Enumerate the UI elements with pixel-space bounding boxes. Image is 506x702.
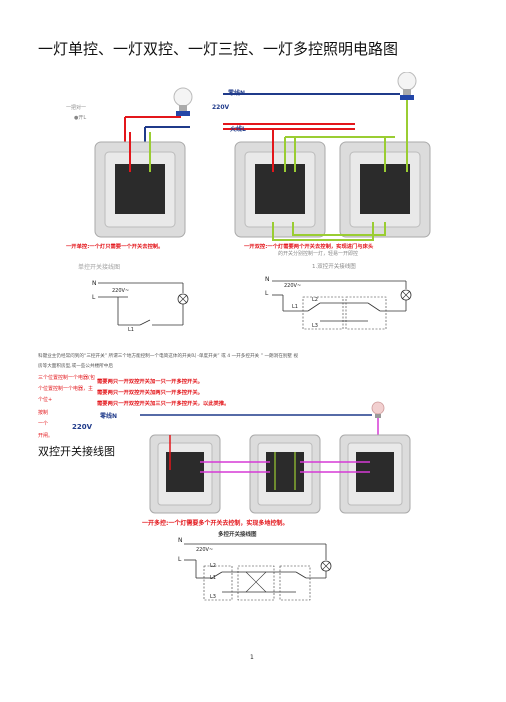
single-l1: L1 xyxy=(128,327,134,333)
bulb-icon-bottom xyxy=(371,401,385,418)
left-note-2: ●开L xyxy=(74,115,87,121)
red-rule-2: 需要两只一开双控开关加两只一开多控开关。 xyxy=(97,390,203,396)
double-l2: L2 xyxy=(312,297,318,303)
switch-panel-double-a xyxy=(234,129,326,238)
note-line-2: 房等大面积房型,或一些公共楼所中后 xyxy=(38,364,113,369)
single-control-caption: 一开单控:一个灯只需要一个开关去控制。 xyxy=(66,244,164,250)
bulb-icon-left xyxy=(173,87,193,116)
bottom-neutral-label: 零线N xyxy=(100,413,118,420)
switch-panel-multi-a xyxy=(149,434,221,514)
red-rule-1: 需要两只一开双控开关加一只一开多控开关。 xyxy=(97,379,203,385)
double-schematic-title: 1.双控开关接线图 xyxy=(312,264,356,270)
side-note-6: 开闸。 xyxy=(38,433,54,439)
single-v: 220V~ xyxy=(112,288,130,294)
side-note-1: 三个位置控制一个电器(包 xyxy=(38,375,95,381)
multi-control-caption: 一开多控:一个灯需要多个开关去控制，实现多地控制。 xyxy=(142,520,289,527)
side-note-5: 一个 xyxy=(38,421,49,427)
bottom-voltage-label: 220V xyxy=(72,423,93,431)
side-note-2: 个位置控制一个电器，主 xyxy=(38,386,94,392)
multi-schematic-title: 多控开关接线图 xyxy=(218,532,257,538)
double-l3: L3 xyxy=(312,323,318,329)
red-rule-3: 需要两只一开双控开关加三只一开多控开关，以此类推。 xyxy=(97,401,230,407)
side-note-4: 按制 xyxy=(38,410,49,416)
top-wiring-photo xyxy=(94,72,431,241)
switch-panel-single xyxy=(94,132,186,238)
single-l: L xyxy=(92,294,96,301)
section-title: 双控开关接线图 xyxy=(38,445,115,458)
double-control-schematic xyxy=(272,280,412,330)
multi-l: L xyxy=(178,556,182,563)
page-number: 1 xyxy=(250,654,254,661)
double-n: N xyxy=(265,276,270,283)
bottom-wiring-photo xyxy=(140,401,411,514)
multi-v: 220V~ xyxy=(196,547,214,553)
multi-n: N xyxy=(178,537,183,544)
side-note-3: 个位+ xyxy=(38,397,53,403)
double-control-caption-2: 的开关分别控制一灯，轻易一开即控 xyxy=(278,251,359,257)
note-line-1: 科键业主仍经常问到的“三控开关” 所谓三个地方能控制一个电简这体的开关叫 -单度… xyxy=(38,354,299,359)
multi-l2: L2 xyxy=(210,563,216,569)
fire-label: 火线L xyxy=(230,126,246,133)
single-schematic-title: 单控开关接线图 xyxy=(78,264,121,271)
bulb-icon-right xyxy=(397,72,417,100)
single-n: N xyxy=(92,280,97,287)
single-control-schematic xyxy=(98,282,189,326)
switch-panel-multi-c xyxy=(339,434,411,514)
double-v: 220V~ xyxy=(284,283,302,289)
multi-l3: L3 xyxy=(210,594,216,600)
multi-l1: L1 xyxy=(210,575,216,581)
page-title: 一灯单控、一灯双控、一灯三控、一灯多控照明电路图 xyxy=(38,40,399,58)
voltage-label: 220V xyxy=(212,104,230,111)
double-l: L xyxy=(265,290,269,297)
switch-panel-double-b xyxy=(285,100,431,238)
double-control-caption: 一开双控:一个灯需要两个开关去控制，实现进门与床头 xyxy=(244,244,374,250)
left-note-1: 一把对一 xyxy=(66,105,87,111)
switch-panel-multi-b xyxy=(249,434,321,514)
neutral-label: 零线N xyxy=(228,90,246,97)
multi-control-schematic xyxy=(184,543,332,601)
double-l1: L1 xyxy=(292,304,298,310)
